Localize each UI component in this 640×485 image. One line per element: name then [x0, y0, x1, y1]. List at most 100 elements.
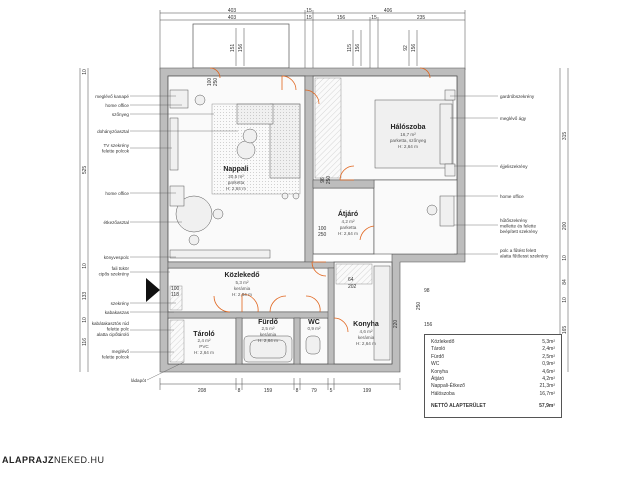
dim-top-403b: 403 [228, 15, 237, 21]
svg-text:szőnyeg: szőnyeg [112, 112, 130, 117]
dim-top-406: 406 [384, 8, 393, 14]
svg-text:165: 165 [562, 326, 568, 335]
living-furniture [169, 89, 301, 259]
label-konyha: Konyha [353, 321, 379, 328]
label-nappali: Nappali [223, 166, 248, 173]
legend-room: Fürdő [431, 353, 445, 360]
svg-text:8: 8 [238, 388, 241, 394]
svg-text:100: 100 [318, 226, 327, 232]
legend-room: WC [431, 361, 440, 368]
label-kozlekedo: Közlekedő [224, 272, 259, 279]
fixtures [169, 263, 391, 363]
legend-area: 5,3m² [542, 339, 555, 345]
label-atjaro: Átjáró [338, 209, 358, 218]
room-atjaro [312, 187, 375, 255]
svg-text:199: 199 [363, 388, 372, 394]
legend-room: Tároló [431, 346, 446, 353]
svg-text:0,9 m²: 0,9 m² [307, 326, 320, 331]
svg-text:parketta, szőnyeg: parketta, szőnyeg [390, 138, 427, 143]
toilet [305, 335, 321, 355]
dining-table [175, 195, 213, 233]
legend-area: 4,2m² [542, 376, 555, 383]
svg-text:PVC: PVC [199, 344, 209, 349]
svg-text:H: 2,64 m: H: 2,64 m [338, 231, 358, 236]
svg-text:meglévő ágy: meglévő ágy [500, 116, 527, 121]
svg-text:kabakaszas: kabakaszas [105, 310, 130, 315]
left-callouts [130, 95, 238, 381]
dim-156b: 156 [355, 44, 361, 53]
top-dimensions: 403 15 406 403 15 156 15 235 [159, 8, 466, 70]
home-office-desk-2 [169, 185, 185, 207]
svg-text:133: 133 [82, 292, 88, 301]
svg-text:10: 10 [82, 263, 88, 269]
dim-top-15b: 15 [306, 15, 312, 21]
svg-text:kerámia: kerámia [358, 335, 375, 340]
svg-text:H: 2,64 m: H: 2,64 m [398, 144, 418, 149]
nightstand [444, 163, 456, 177]
svg-text:100: 100 [171, 286, 180, 292]
svg-text:96: 96 [320, 177, 326, 183]
brand-bold: ALAPRAJZ [2, 455, 55, 465]
legend-room: Közlekedő [431, 339, 455, 345]
legend-area: 2,5m² [542, 353, 555, 360]
svg-text:H: 2,64 m: H: 2,64 m [232, 292, 252, 297]
legend-room: Hálószoba [431, 390, 455, 397]
dim-156d: 156 [411, 44, 417, 53]
svg-text:208: 208 [198, 388, 207, 394]
bookshelf [169, 249, 271, 259]
svg-text:H: 2,64 m: H: 2,64 m [226, 186, 246, 191]
bottom-dimensions: 208 8 159 8 79 5 199 [159, 378, 401, 394]
dim-top-15a: 15 [306, 8, 312, 14]
svg-text:kerámia: kerámia [260, 332, 277, 337]
svg-text:4,2 m²: 4,2 m² [341, 219, 354, 224]
svg-text:100: 100 [207, 78, 213, 87]
svg-text:98: 98 [424, 288, 430, 294]
svg-text:H: 2,64 m: H: 2,64 m [356, 341, 376, 346]
room-labels: Nappali 20,5 m² parketta H: 2,64 m Hálós… [193, 124, 426, 355]
doors [209, 67, 431, 333]
svg-text:5: 5 [330, 388, 333, 394]
svg-text:159: 159 [264, 388, 273, 394]
svg-text:64: 64 [348, 277, 354, 283]
svg-text:4,6 m²: 4,6 m² [359, 329, 372, 334]
legend-total-value: 57,9m² [539, 403, 555, 409]
svg-text:könyvespolc: könyvespolc [104, 255, 130, 260]
coffee-table [236, 140, 256, 160]
svg-text:525: 525 [82, 166, 88, 175]
brand-rest: NEKED.HU [54, 455, 105, 465]
svg-text:dohányzóasztal: dohányzóasztal [97, 129, 129, 134]
dim-top-15c: 15 [371, 15, 377, 21]
svg-text:éjjeliszekrény: éjjeliszekrény [500, 164, 528, 169]
legend-area: 16,7m² [539, 390, 555, 397]
svg-text:118: 118 [171, 292, 179, 298]
svg-text:315: 315 [562, 132, 568, 141]
left-labels: meglévő kanapé home office szőnyeg dohán… [92, 94, 147, 383]
svg-text:250: 250 [213, 78, 219, 87]
dim-top-156: 156 [337, 15, 346, 21]
svg-text:2,4 m²: 2,4 m² [197, 338, 210, 343]
svg-text:10: 10 [562, 297, 568, 303]
dim-92: 92 [403, 45, 409, 51]
dim-top-403a: 403 [228, 8, 237, 14]
svg-text:20,5 m²: 20,5 m² [228, 174, 244, 179]
svg-text:gardróbszekrény: gardróbszekrény [500, 94, 535, 99]
svg-text:84: 84 [562, 279, 568, 285]
svg-text:79: 79 [311, 388, 317, 394]
svg-text:kerámia: kerámia [234, 286, 251, 291]
svg-text:home office: home office [105, 191, 129, 196]
coat-rack [169, 285, 183, 311]
left-dimensions: 10 525 10 133 10 116 [79, 68, 89, 372]
svg-text:5,3 m²: 5,3 m² [235, 280, 248, 285]
dim-156a: 156 [238, 44, 244, 53]
svg-text:10: 10 [82, 69, 88, 75]
